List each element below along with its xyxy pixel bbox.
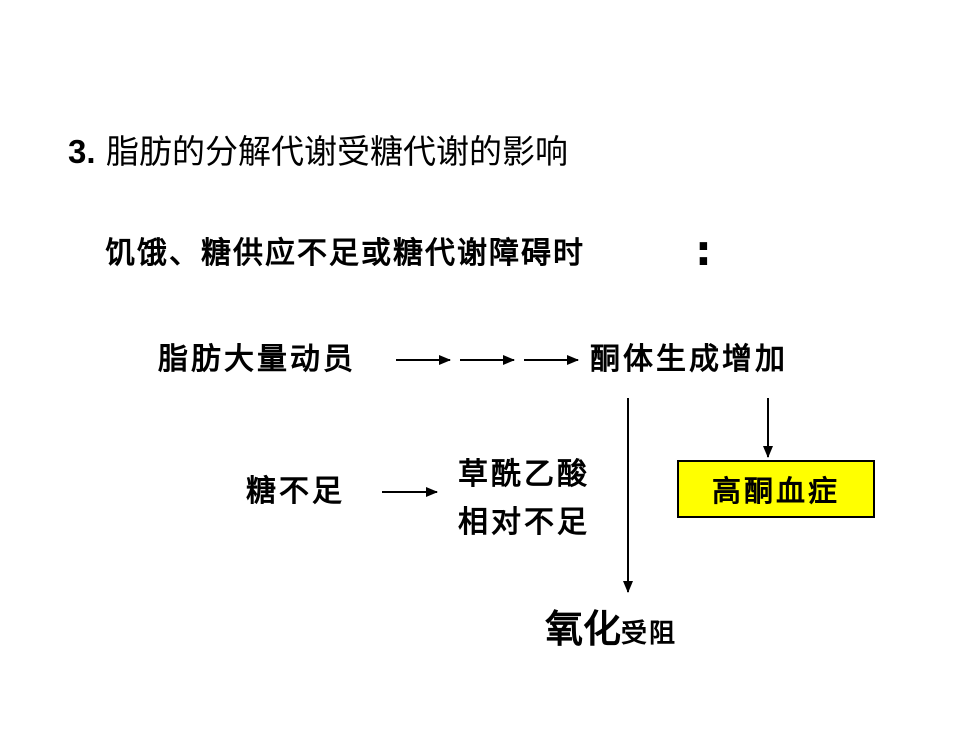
node-fat-mobilization: 脂肪大量动员 bbox=[158, 342, 356, 377]
node-oxaloacetate-line2: 相对不足 bbox=[458, 505, 590, 540]
heading-text: 脂肪的分解代谢受糖代谢的影响 bbox=[106, 132, 569, 171]
heading-number: 3. bbox=[68, 133, 96, 170]
node-ketone-increase: 酮体生成增加 bbox=[590, 342, 788, 377]
ketonemia-label: 高酮血症 bbox=[711, 474, 840, 508]
oxidation-rest-text: 受阻 bbox=[621, 619, 678, 649]
slide-heading: 3. 脂肪的分解代谢受糖代谢的影响 bbox=[68, 130, 568, 174]
condition-colon: : bbox=[695, 226, 712, 275]
node-oxidation-blocked: 氧化受阻 bbox=[545, 606, 677, 660]
oxidation-bold-text: 氧化 bbox=[545, 607, 622, 651]
node-sugar-shortage: 糖不足 bbox=[246, 474, 345, 509]
node-oxaloacetate-line1: 草酰乙酸 bbox=[458, 457, 590, 492]
condition-text: 饥饿、糖供应不足或糖代谢障碍时 bbox=[105, 236, 585, 271]
ketonemia-box: 高酮血症 bbox=[677, 460, 875, 518]
